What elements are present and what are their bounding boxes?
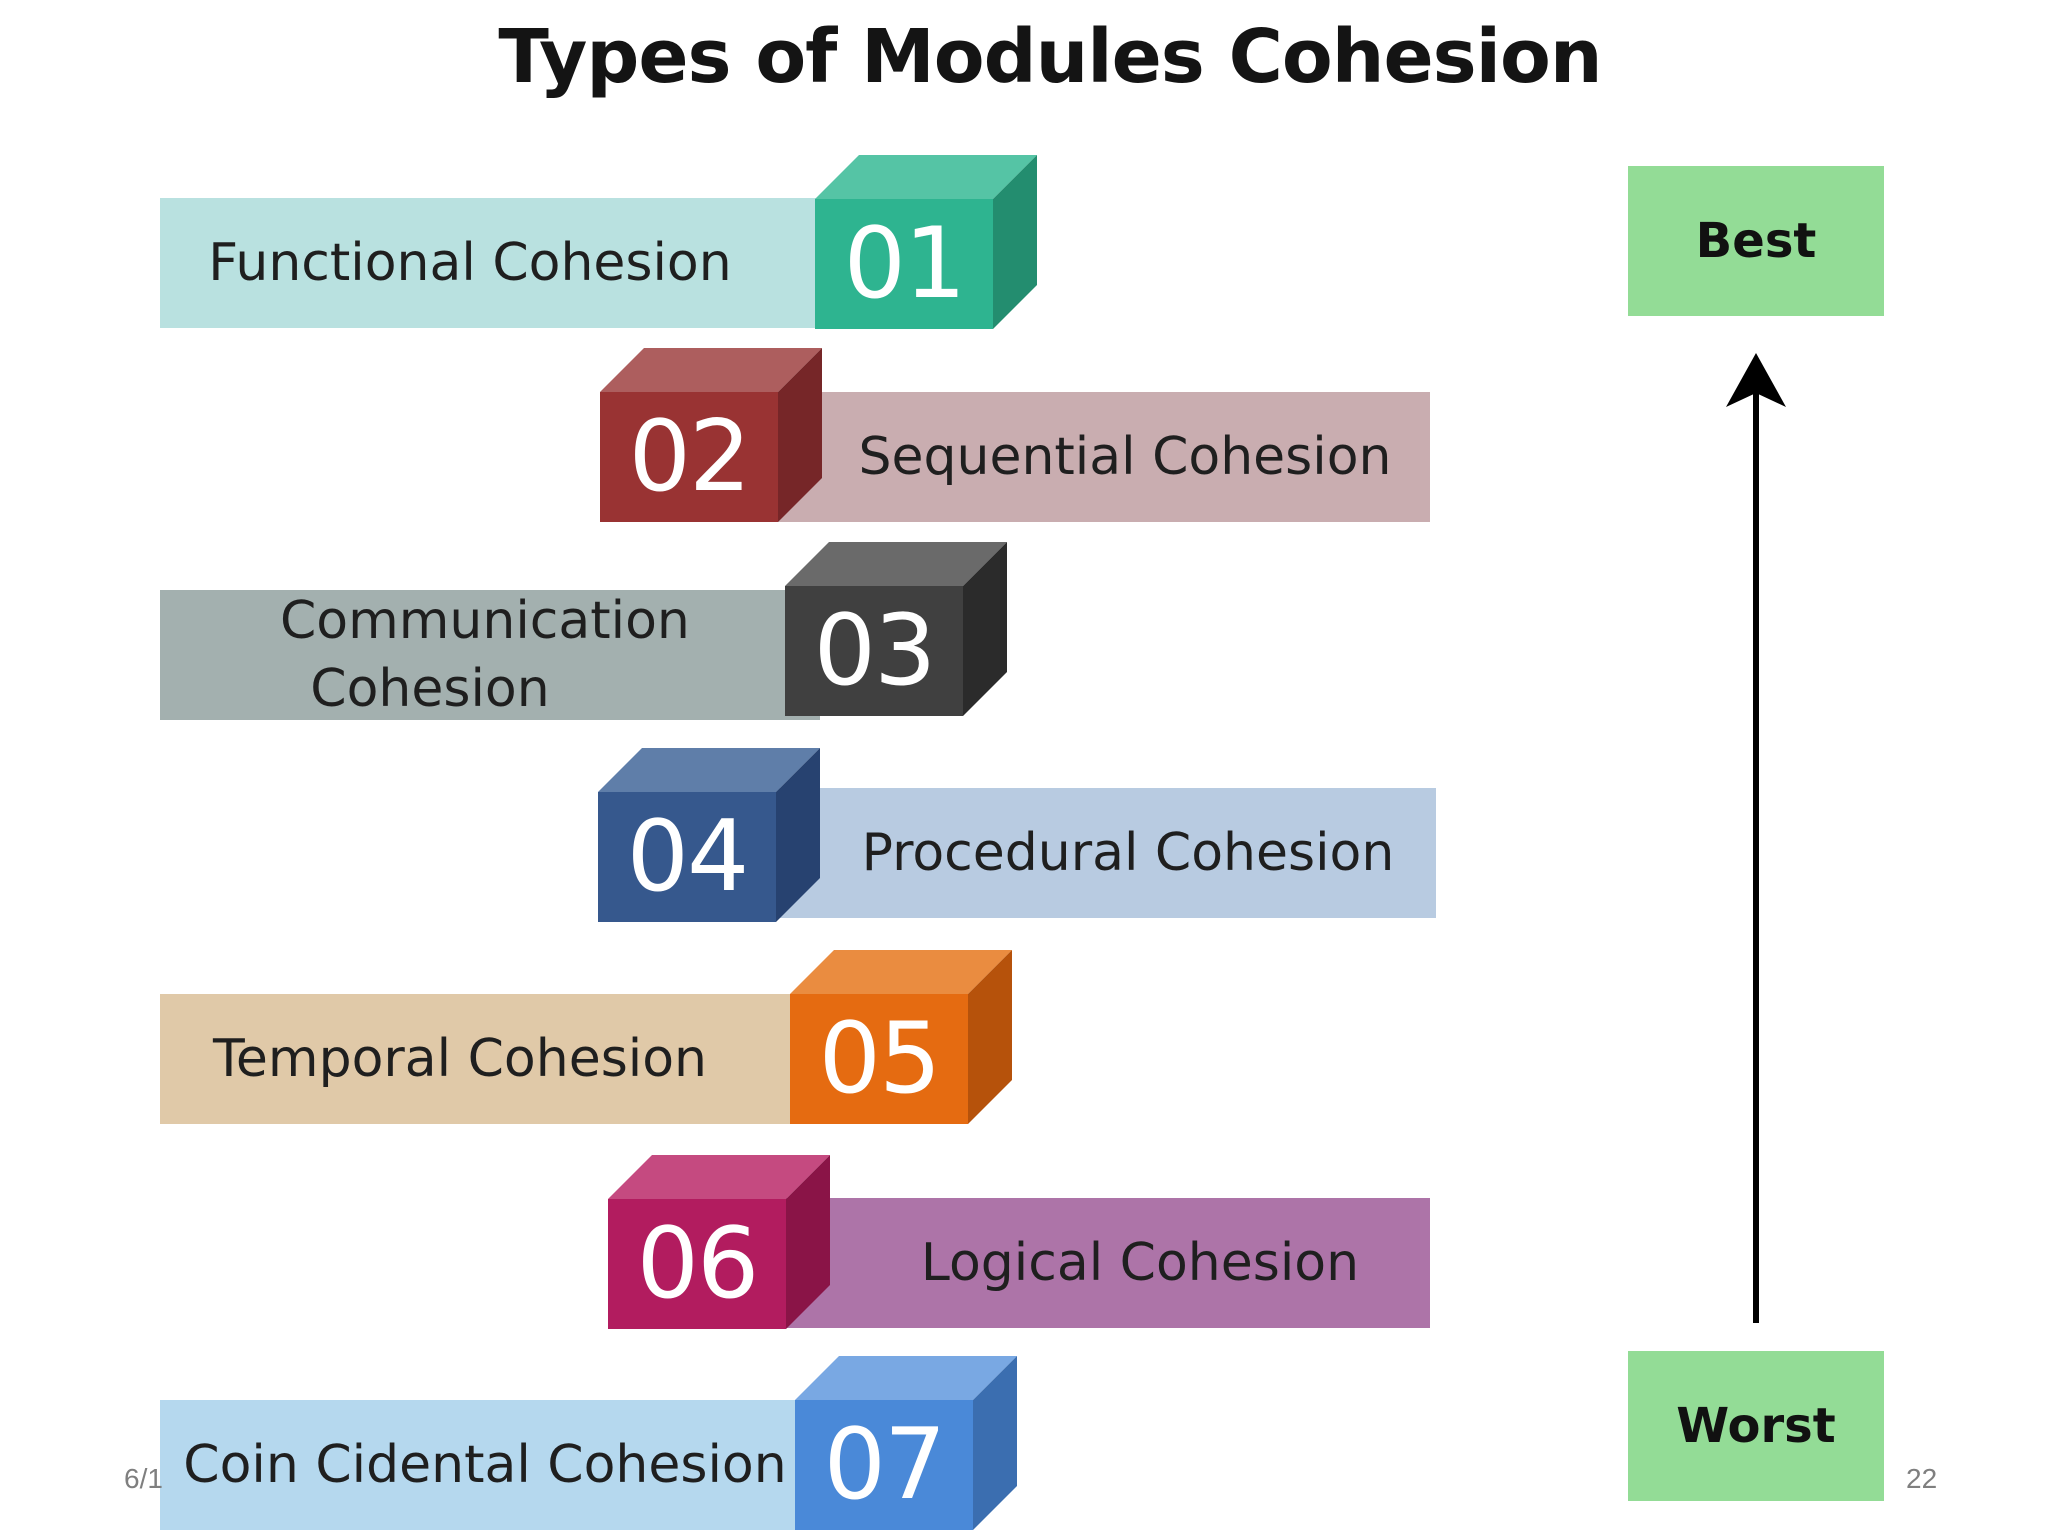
cohesion-number: 06: [608, 1199, 786, 1329]
cohesion-number: 05: [790, 994, 968, 1124]
cohesion-label: Procedural Cohesion: [861, 823, 1395, 883]
cohesion-bar: Sequential Cohesion: [760, 392, 1430, 522]
cube-faces: [795, 1356, 1017, 1530]
cohesion-bar: Logical Cohesion: [770, 1198, 1430, 1328]
cohesion-label: Coin Cidental Cohesion: [183, 1435, 787, 1495]
cohesion-label: Temporal Cohesion: [213, 1029, 707, 1089]
cohesion-bar: Procedural Cohesion: [760, 788, 1436, 918]
cohesion-bar: Functional Cohesion: [160, 198, 840, 328]
cohesion-number-block: 07: [795, 1356, 1017, 1530]
cohesion-label: Communication Cohesion: [280, 591, 690, 719]
best-worst-arrow: [1726, 353, 1786, 1323]
cohesion-number: 07: [795, 1400, 973, 1530]
footer-date: 6/1: [124, 1463, 163, 1494]
cohesion-number: 03: [785, 586, 963, 716]
cohesion-number-block: 02: [600, 348, 822, 522]
best-label-box: Best: [1628, 166, 1884, 316]
cohesion-number-block: 06: [608, 1155, 830, 1329]
cohesion-number: 01: [815, 199, 993, 329]
cube-faces: [600, 348, 822, 522]
diagram-title: Types of Modules Cohesion: [498, 14, 1602, 100]
cohesion-number: 02: [600, 392, 778, 522]
cohesion-number-block: 03: [785, 542, 1007, 716]
slide-number: 22: [1906, 1463, 1938, 1494]
arrow-up-icon: [1726, 353, 1786, 407]
cohesion-number-block: 05: [790, 950, 1012, 1124]
worst-label-box: Worst: [1628, 1351, 1884, 1501]
cohesion-bar: Coin Cidental Cohesion: [160, 1400, 830, 1530]
best-label: Best: [1695, 213, 1817, 269]
cohesion-bar: Temporal Cohesion: [160, 994, 820, 1124]
cohesion-number: 04: [598, 792, 776, 922]
cohesion-label: Logical Cohesion: [920, 1233, 1360, 1293]
cohesion-bar: Communication Cohesion: [160, 590, 820, 720]
cohesion-number-block: 04: [598, 748, 820, 922]
cube-faces: [608, 1155, 830, 1329]
worst-label: Worst: [1676, 1398, 1836, 1454]
cube-faces: [790, 950, 1012, 1124]
cohesion-number-block: 01: [815, 155, 1037, 329]
cube-faces: [815, 155, 1037, 329]
cohesion-label: Functional Cohesion: [208, 233, 732, 293]
cohesion-label: Sequential Cohesion: [858, 427, 1392, 487]
cube-faces: [598, 748, 820, 922]
cube-faces: [785, 542, 1007, 716]
